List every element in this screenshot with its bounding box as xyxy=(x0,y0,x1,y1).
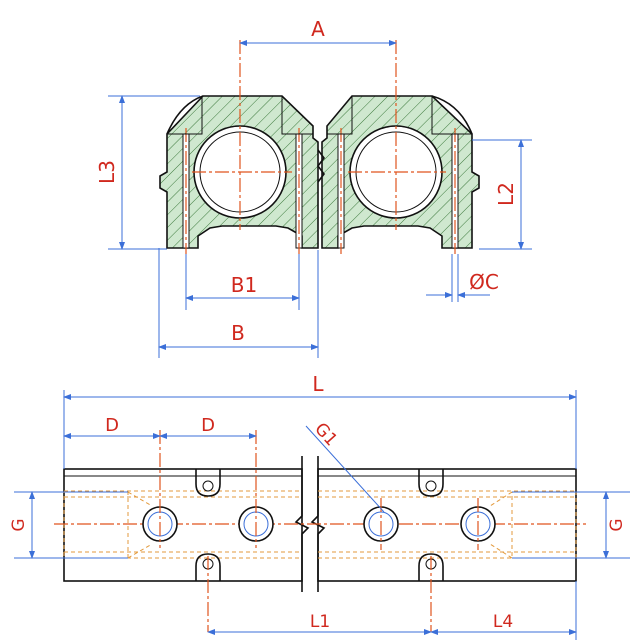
bore-hole-4 xyxy=(460,498,496,550)
dim-label-l3: L3 xyxy=(95,160,119,184)
dim-label-d-left: D xyxy=(105,415,119,436)
dim-label-l1: L1 xyxy=(310,612,330,632)
joint-dovetail xyxy=(317,149,325,183)
right-block-top-arc xyxy=(431,95,473,135)
bore-hole-1 xyxy=(142,430,178,548)
break-line-right xyxy=(310,456,326,592)
dim-label-l: L xyxy=(312,372,324,396)
dim-label-g-left: G xyxy=(9,518,29,531)
pin-hole-top-left xyxy=(195,469,221,497)
plan-view xyxy=(54,430,586,632)
section-view xyxy=(159,40,480,254)
dim-label-b1: B1 xyxy=(231,273,257,297)
pin-hole-top-right xyxy=(418,469,444,497)
break-line-left xyxy=(294,456,310,592)
dim-label-g-right: G xyxy=(607,518,627,531)
bore-hole-2 xyxy=(238,430,274,548)
dim-label-d-right: D xyxy=(201,415,215,436)
dim-label-oc: ØC xyxy=(469,270,499,294)
pin-hole-bottom-left xyxy=(195,553,221,632)
dim-label-a: A xyxy=(311,17,325,41)
rail-right-body xyxy=(317,468,577,582)
dim-label-b: B xyxy=(231,321,245,345)
plan-dimensions: L D D G1 G G L1 L4 xyxy=(9,372,630,640)
pin-hole-bottom-right xyxy=(418,553,444,632)
left-block-top-arc xyxy=(166,95,204,135)
bore-hole-3 xyxy=(363,498,399,550)
dim-label-l4: L4 xyxy=(493,612,513,632)
dim-label-g1: G1 xyxy=(310,419,341,450)
section-dimensions: A L3 L2 B1 B ØC xyxy=(95,17,532,358)
dim-label-l2: L2 xyxy=(494,182,518,206)
